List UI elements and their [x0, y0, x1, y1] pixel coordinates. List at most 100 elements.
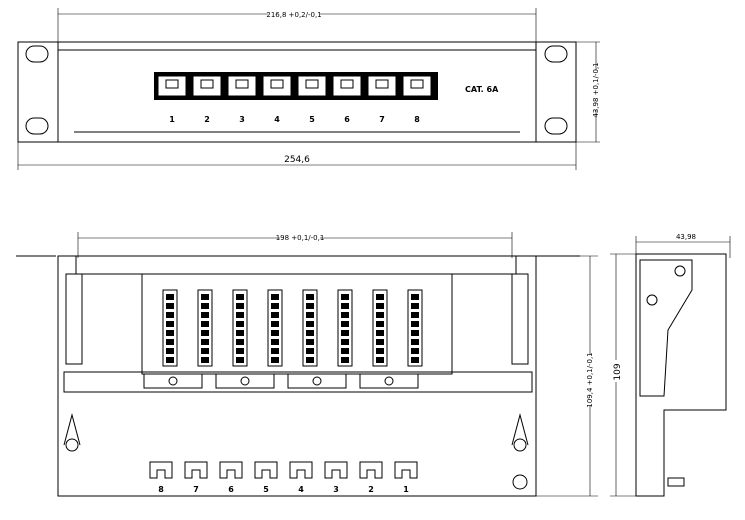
- port-number: 6: [228, 485, 234, 494]
- idc-contact: [306, 339, 314, 345]
- idc-contact: [201, 312, 209, 318]
- idc-contact: [341, 348, 349, 354]
- port-number: 3: [239, 115, 245, 124]
- screw-icon: [384, 376, 394, 386]
- idc-terminal-block: [162, 289, 178, 367]
- idc-terminal-block: [372, 289, 388, 367]
- rj45-port-icon: [402, 75, 432, 97]
- idc-contact: [411, 303, 419, 309]
- idc-contact: [201, 330, 209, 336]
- idc-contact: [411, 321, 419, 327]
- idc-contact: [166, 357, 174, 363]
- idc-contact: [411, 357, 419, 363]
- rj45-port-icon: [227, 75, 257, 97]
- idc-contact: [376, 312, 384, 318]
- side-view: 43,98 109: [610, 233, 731, 497]
- idc-contact: [271, 321, 279, 327]
- idc-contact: [166, 321, 174, 327]
- idc-contact: [236, 312, 244, 318]
- idc-terminal-block: [197, 289, 213, 367]
- idc-contact: [236, 321, 244, 327]
- port-number: 1: [403, 485, 409, 494]
- idc-contact: [411, 312, 419, 318]
- idc-contact: [166, 294, 174, 300]
- idc-terminal-block: [232, 289, 248, 367]
- idc-contact: [341, 303, 349, 309]
- screw-icon: [513, 438, 527, 452]
- port-number: 7: [379, 115, 385, 124]
- screw-icon: [65, 438, 79, 452]
- idc-contact: [411, 294, 419, 300]
- idc-contact: [236, 330, 244, 336]
- cable-tie-tab: [254, 461, 278, 479]
- port-number: 3: [333, 485, 339, 494]
- port-number: 5: [263, 485, 269, 494]
- cable-tie-tab: [324, 461, 348, 479]
- cable-clamp: [359, 373, 419, 389]
- port-number: 7: [193, 485, 199, 494]
- port-latch: [165, 79, 179, 89]
- cable-tie-tab: [359, 461, 383, 479]
- idc-contact: [411, 339, 419, 345]
- idc-contact: [271, 339, 279, 345]
- idc-contact: [236, 303, 244, 309]
- idc-terminal-block: [302, 289, 318, 367]
- category-label: CAT. 6A: [465, 85, 499, 94]
- idc-contact: [201, 303, 209, 309]
- mounting-slot: [544, 45, 568, 63]
- idc-contact: [341, 294, 349, 300]
- port-number: 1: [169, 115, 175, 124]
- idc-contact: [341, 357, 349, 363]
- idc-contact: [271, 330, 279, 336]
- rj45-port-icon: [367, 75, 397, 97]
- port-number: 4: [274, 115, 280, 124]
- idc-contact: [201, 357, 209, 363]
- rear-panel-outline: [57, 255, 537, 497]
- idc-contact: [376, 321, 384, 327]
- idc-contact: [306, 312, 314, 318]
- side-height-dimension: 109: [613, 363, 623, 380]
- port-latch: [200, 79, 214, 89]
- idc-contact: [376, 303, 384, 309]
- idc-contact: [306, 348, 314, 354]
- idc-contact: [306, 321, 314, 327]
- idc-contact: [201, 348, 209, 354]
- idc-contact: [376, 330, 384, 336]
- screw-icon: [168, 376, 178, 386]
- rj45-port-icon: [262, 75, 292, 97]
- idc-contact: [166, 348, 174, 354]
- idc-contact: [166, 330, 174, 336]
- rj45-port-icon: [332, 75, 362, 97]
- port-number: 2: [204, 115, 210, 124]
- cable-tie-tab: [289, 461, 313, 479]
- cable-tie-tab: [184, 461, 208, 479]
- idc-contact: [271, 348, 279, 354]
- idc-contact: [271, 312, 279, 318]
- mounting-slot: [544, 117, 568, 135]
- rear-width-dimension: 198 +0,1/-0,1: [276, 234, 325, 242]
- idc-contact: [236, 294, 244, 300]
- idc-contact: [306, 303, 314, 309]
- cable-tie-tab: [219, 461, 243, 479]
- idc-terminal-block: [407, 289, 423, 367]
- idc-terminal-block: [337, 289, 353, 367]
- port-number: 8: [158, 485, 164, 494]
- overall-width-dimension: 254,6: [284, 155, 310, 165]
- idc-contact: [236, 339, 244, 345]
- port-number: 8: [414, 115, 420, 124]
- idc-contact: [306, 330, 314, 336]
- idc-contact: [201, 339, 209, 345]
- idc-contact: [166, 312, 174, 318]
- screw-icon: [312, 376, 322, 386]
- idc-contact: [341, 321, 349, 327]
- rj45-port-icon: [297, 75, 327, 97]
- idc-contact: [376, 357, 384, 363]
- mounting-slot: [25, 117, 49, 135]
- side-depth-dimension: 43,98: [676, 233, 696, 241]
- port-latch: [375, 79, 389, 89]
- idc-contact: [236, 348, 244, 354]
- port-number: 6: [344, 115, 350, 124]
- port-number: 2: [368, 485, 374, 494]
